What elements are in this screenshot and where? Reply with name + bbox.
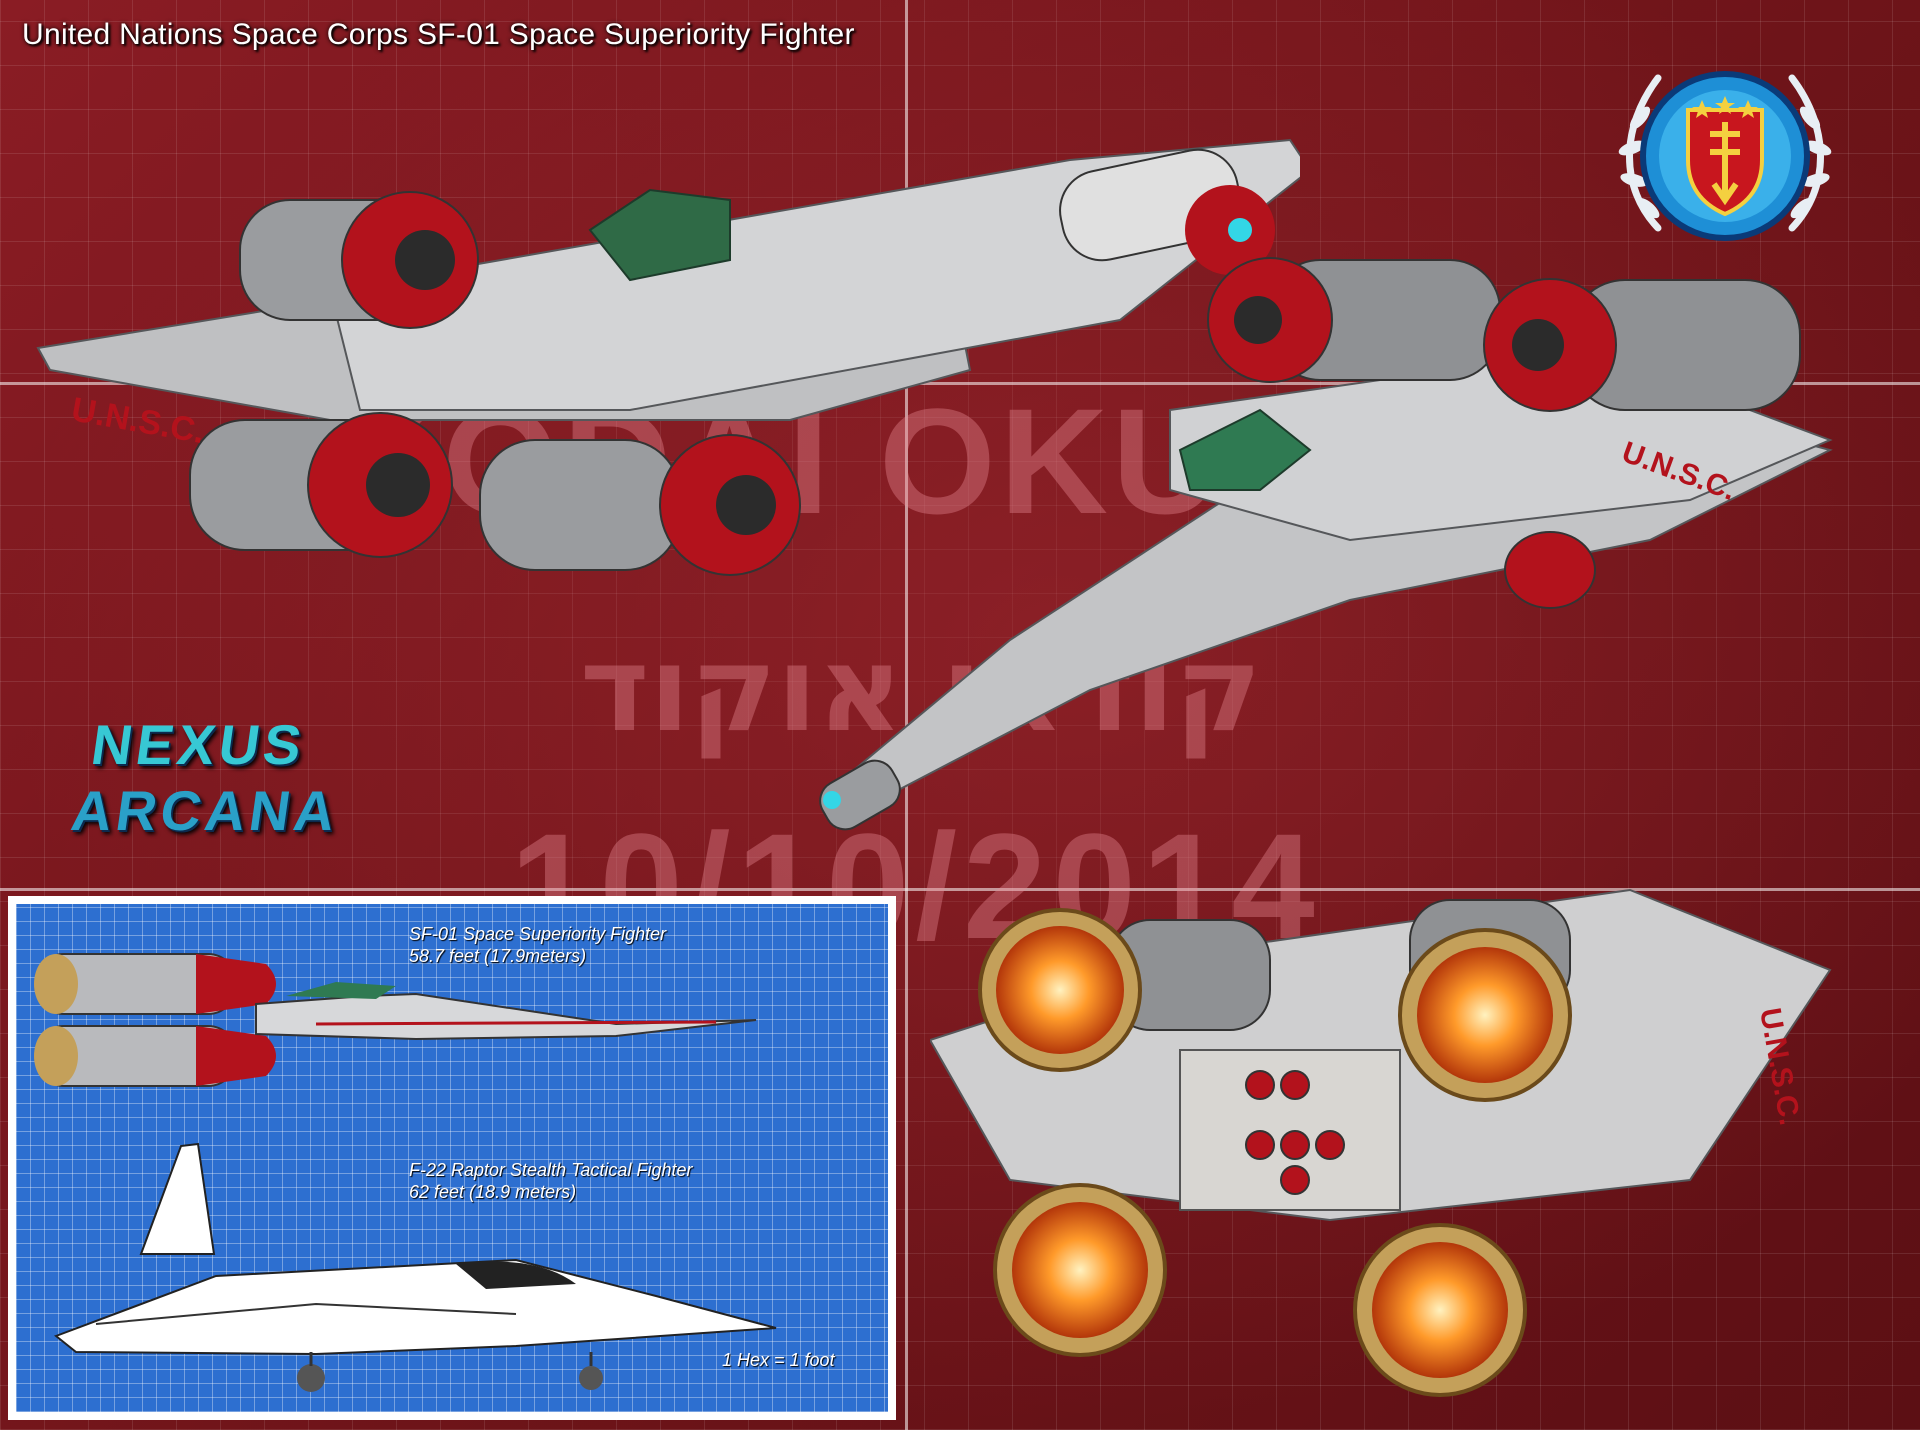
f22-name-label: F-22 Raptor Stealth Tactical Fighter	[409, 1160, 693, 1180]
nexus-logo-text: NEXUS	[87, 713, 310, 776]
sf01-side-profile-icon	[34, 953, 777, 1392]
f22-size-label: 62 feet (18.9 meters)	[409, 1182, 577, 1202]
hull-marking: U.N.S.C.	[69, 390, 208, 451]
fighter-angled-view-illustration: U.N.S.C.	[819, 257, 1833, 831]
fighter-top-view-illustration: U.N.S.C.	[36, 138, 1300, 576]
sf01-size-label: 58.7 feet (17.9meters)	[409, 946, 587, 966]
grid-major-line	[905, 0, 908, 1430]
sf01-name-label: SF-01 Space Superiority Fighter	[409, 924, 667, 944]
blueprint-grid: SF-01 Space Superiority Fighter 58.7 fee…	[16, 904, 888, 1412]
grid-major-line	[0, 888, 1920, 891]
scale-label: 1 Hex = 1 foot	[722, 1350, 835, 1370]
page-title: United Nations Space Corps SF-01 Space S…	[22, 18, 855, 51]
arcana-logo-text: ARCANA	[67, 779, 344, 842]
size-comparison-panel: SF-01 Space Superiority Fighter 58.7 fee…	[8, 896, 896, 1420]
un-laurel-shield-emblem-icon	[1618, 71, 1832, 241]
fighter-rear-view-illustration: U.N.S.C.	[930, 888, 1832, 1397]
grid-major-line	[0, 382, 1920, 385]
